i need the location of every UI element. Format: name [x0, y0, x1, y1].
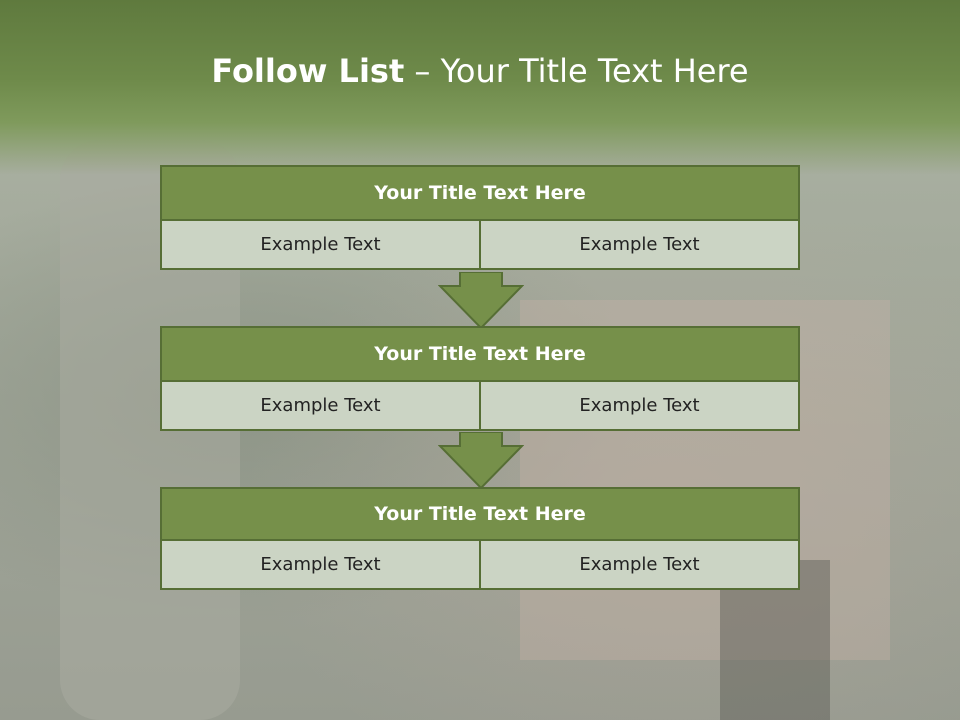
header-band	[0, 0, 960, 175]
slide-title: Follow List – Your Title Text Here	[0, 52, 960, 90]
block-cell-right: Example Text	[481, 541, 800, 590]
block-row: Example Text Example Text	[160, 221, 800, 270]
down-arrow-icon	[438, 272, 524, 330]
title-bold: Follow List	[211, 52, 405, 90]
list-block-1: Your Title Text Here Example Text Exampl…	[160, 165, 800, 270]
block-cell-right: Example Text	[481, 221, 800, 270]
list-block-3: Your Title Text Here Example Text Exampl…	[160, 487, 800, 590]
down-arrow-icon	[438, 432, 524, 490]
block-title: Your Title Text Here	[160, 326, 800, 382]
block-row: Example Text Example Text	[160, 382, 800, 431]
block-cell-left: Example Text	[160, 221, 481, 270]
block-cell-left: Example Text	[160, 382, 481, 431]
list-block-2: Your Title Text Here Example Text Exampl…	[160, 326, 800, 431]
block-title: Your Title Text Here	[160, 165, 800, 221]
block-row: Example Text Example Text	[160, 541, 800, 590]
block-cell-left: Example Text	[160, 541, 481, 590]
title-rest: – Your Title Text Here	[404, 52, 749, 90]
block-cell-right: Example Text	[481, 382, 800, 431]
block-title: Your Title Text Here	[160, 487, 800, 541]
